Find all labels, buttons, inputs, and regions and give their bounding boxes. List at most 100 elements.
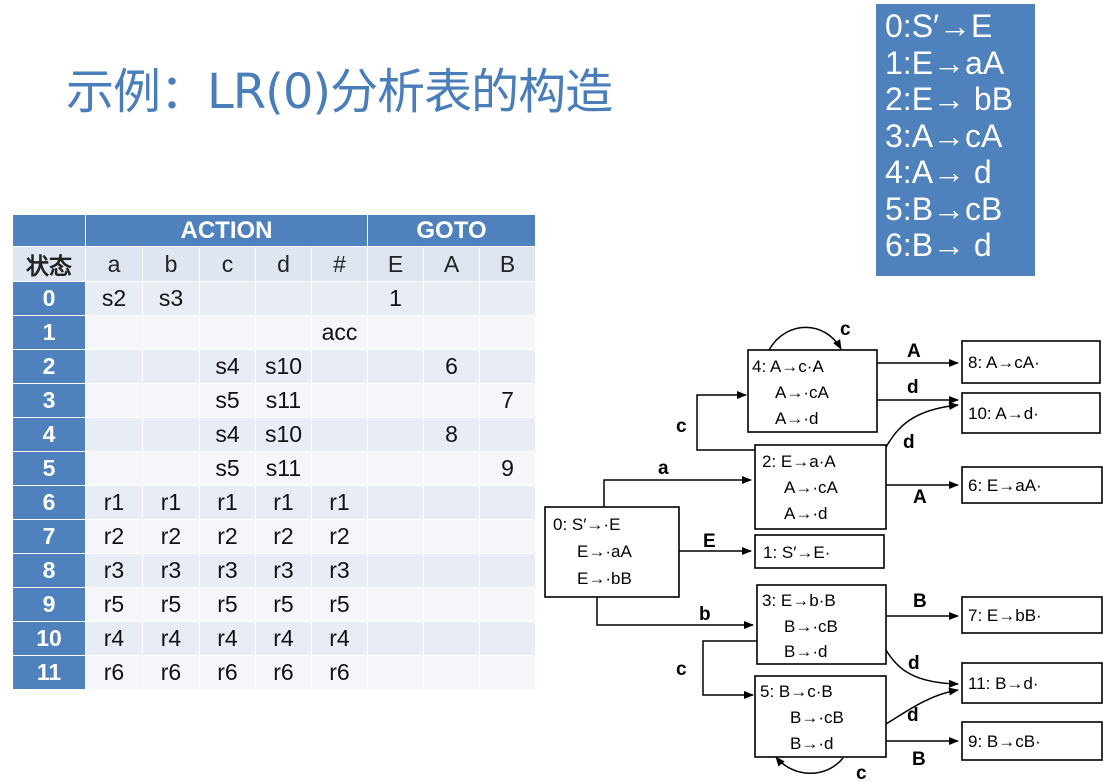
table-cell <box>424 554 480 588</box>
edge-5-c-5 <box>775 756 844 774</box>
table-cell: r1 <box>312 486 368 520</box>
state-number-cell: 8 <box>13 554 86 588</box>
item-line: E→·bB <box>577 569 632 588</box>
state-11: 11: B→d· <box>961 662 1103 704</box>
item-line: 7: E→bB· <box>968 606 1042 625</box>
table-cell <box>368 656 424 690</box>
table-cell: s11 <box>256 384 312 418</box>
table-cell <box>368 554 424 588</box>
item-line: B→·cB <box>790 708 844 727</box>
state-8: 8: A→cA· <box>961 340 1101 384</box>
state-number-cell: 6 <box>13 486 86 520</box>
table-cell: r2 <box>312 520 368 554</box>
table-cell: s3 <box>143 282 200 316</box>
table-cell: s10 <box>256 350 312 384</box>
state-number-cell: 5 <box>13 452 86 486</box>
item-line: A→·d <box>775 409 818 428</box>
table-cell <box>256 282 312 316</box>
table-cell <box>480 282 536 316</box>
table-cell <box>480 588 536 622</box>
table-cell: r4 <box>312 622 368 656</box>
table-cell: acc <box>312 316 368 350</box>
item-line: B→·cB <box>784 617 838 636</box>
table-cell <box>368 486 424 520</box>
table-cell <box>368 350 424 384</box>
table-cell <box>480 486 536 520</box>
state-number-cell: 1 <box>13 316 86 350</box>
column-header: d <box>256 247 312 282</box>
table-cell <box>424 384 480 418</box>
edges <box>596 326 959 774</box>
table-cell <box>312 384 368 418</box>
table-cell <box>368 520 424 554</box>
table-cell <box>312 452 368 486</box>
item-line: A→·d <box>784 504 827 523</box>
table-cell: 8 <box>424 418 480 452</box>
page-title: 示例：LR(0)分析表的构造 <box>66 64 613 120</box>
table-cell <box>143 452 200 486</box>
table-cell: s5 <box>200 452 256 486</box>
item-line: 8: A→cA· <box>968 353 1040 372</box>
edge-label: d <box>907 377 919 398</box>
production: 0:S′→E <box>885 8 993 44</box>
edge-2-d-10 <box>885 401 959 448</box>
table-cell: 6 <box>424 350 480 384</box>
item-line: 10: A→d· <box>968 404 1039 423</box>
edge-labels: a E b c A d c A d c B d c d B <box>658 319 927 782</box>
table-cell: s10 <box>256 418 312 452</box>
table-cell <box>312 418 368 452</box>
state-number-cell: 10 <box>13 622 86 656</box>
table-cell <box>368 588 424 622</box>
state-0: 0: S′→·E E→·aA E→·bB <box>544 506 680 598</box>
edge-label: B <box>913 591 927 612</box>
state-5: 5: B→c·B B→·cB B→·d <box>754 675 887 758</box>
table-cell <box>200 316 256 350</box>
table-cell <box>143 384 200 418</box>
table-cell <box>424 452 480 486</box>
edge-label: c <box>856 763 867 782</box>
table-cell: r1 <box>200 486 256 520</box>
state-number-cell: 7 <box>13 520 86 554</box>
table-cell: r3 <box>86 554 143 588</box>
table-cell: r3 <box>312 554 368 588</box>
item-line: 1: S′→E· <box>763 543 830 562</box>
table-cell <box>86 350 143 384</box>
table-cell <box>480 656 536 690</box>
table-cell <box>480 554 536 588</box>
item-line: 5: B→c·B <box>760 682 833 701</box>
table-cell: r5 <box>143 588 200 622</box>
state-6: 6: E→aA· <box>961 466 1103 504</box>
table-cell: s11 <box>256 452 312 486</box>
table-cell: r4 <box>143 622 200 656</box>
edge-3-d-11 <box>885 649 959 688</box>
table-cell <box>86 452 143 486</box>
edge-label: c <box>676 416 687 437</box>
table-cell <box>480 418 536 452</box>
edge-label: d <box>908 653 920 674</box>
table-cell: r5 <box>312 588 368 622</box>
state-4: 4: A→c·A A→·cA A→·d <box>747 349 878 433</box>
item-line: B→·d <box>784 642 827 661</box>
edge-label: d <box>903 432 915 453</box>
item-line: 11: B→d· <box>968 674 1039 693</box>
table-cell <box>368 316 424 350</box>
table-row: 1 acc <box>13 316 536 350</box>
production: 1:E→aA <box>885 44 1005 81</box>
table-cell: s5 <box>200 384 256 418</box>
edge-label: c <box>676 659 687 680</box>
table-cell: r2 <box>86 520 143 554</box>
edge-2-c-4 <box>696 391 755 451</box>
edge-label: a <box>658 458 669 479</box>
production: 6:B→ d <box>885 227 992 263</box>
item-line: 2: E→a·A <box>762 452 836 471</box>
edge-label: d <box>907 705 919 726</box>
table-cell: r6 <box>256 656 312 690</box>
